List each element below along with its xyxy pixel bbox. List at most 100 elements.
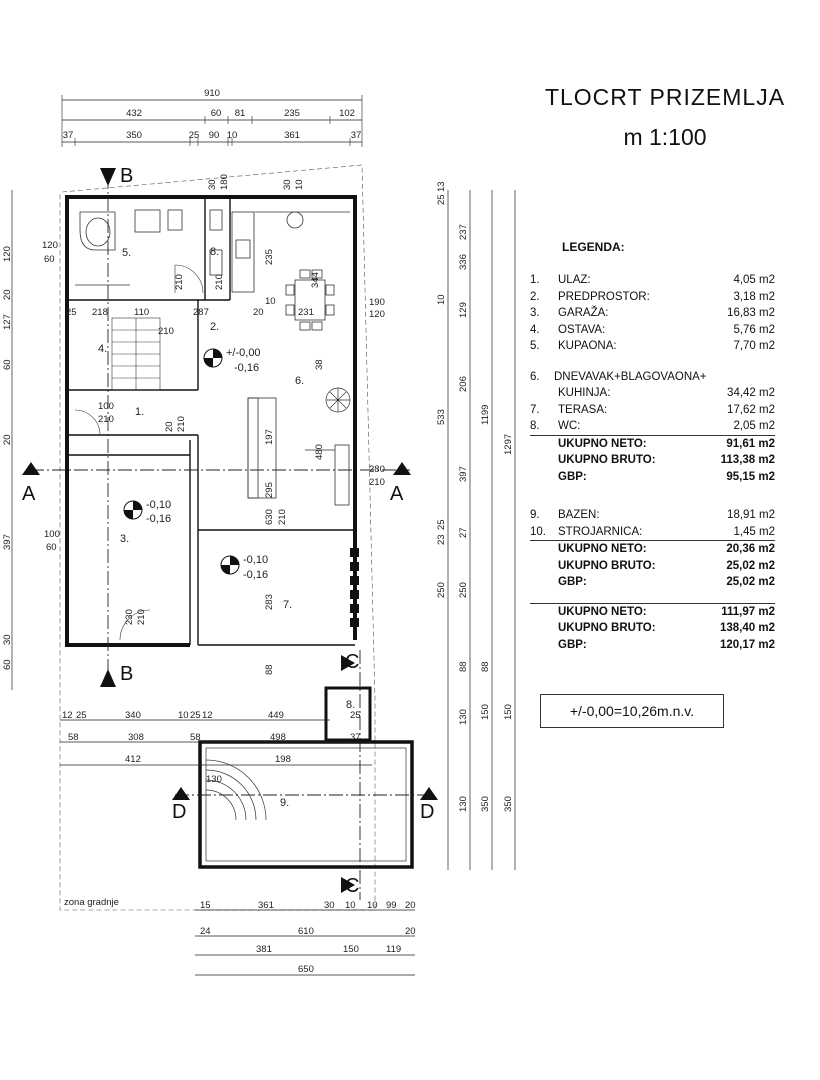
legend-extra: 9.BAZEN:18,91 m2 10.STROJARNICA:1,45 m2 bbox=[530, 507, 775, 540]
dim-bot-r1-5: 10 bbox=[367, 900, 378, 911]
dim-int-11: 190 bbox=[369, 297, 385, 308]
dim-int-32: 100 bbox=[44, 529, 60, 540]
dim-int-7: 287 bbox=[193, 307, 209, 318]
dim-bot-r3-2: 150 bbox=[343, 944, 359, 955]
dim-right-1: 25 bbox=[436, 194, 447, 205]
legend-row: KUHINJA:34,42 m2 bbox=[558, 387, 775, 400]
dim-right-pool1: 150 bbox=[480, 704, 491, 720]
dim-int-9: 10 bbox=[265, 296, 276, 307]
room-label-6: 6. bbox=[295, 375, 304, 387]
room-label-7: 7. bbox=[283, 599, 292, 611]
room-label-1: 1. bbox=[135, 406, 144, 418]
dim-left-2: 20 bbox=[2, 289, 13, 300]
section-d-left-label: D bbox=[172, 801, 186, 823]
dim-int-4: 218 bbox=[92, 307, 108, 318]
legend-row: 9.BAZEN:18,91 m2 bbox=[530, 509, 775, 522]
dim-right-14: 250 bbox=[458, 582, 469, 598]
dim-int-31: 210 bbox=[369, 477, 385, 488]
dim-v-1: 30 bbox=[207, 179, 218, 190]
dim-bot-r1-7: 20 bbox=[405, 900, 416, 911]
room-label-3: 3. bbox=[120, 533, 129, 545]
dim-right-pool3: 150 bbox=[503, 704, 514, 720]
dim-pool-misc-2: 25 bbox=[350, 710, 361, 721]
dim-int-8: 20 bbox=[253, 307, 264, 318]
dim-v-12: 210 bbox=[176, 416, 187, 432]
dim-v-15: 480 bbox=[314, 444, 325, 460]
section-b-top-label: B bbox=[120, 165, 133, 187]
dim-bot-r1-4: 10 bbox=[345, 900, 356, 911]
legend-total-row: UKUPNO NETO:111,97 m2 bbox=[530, 602, 775, 621]
dim-v-20: 230 bbox=[124, 609, 135, 625]
legend-row: 4.OSTAVA:5,76 m2 bbox=[530, 323, 775, 336]
dim-v-3: 30 bbox=[282, 179, 293, 190]
legend-row: 5.KUPAONA:7,70 m2 bbox=[530, 340, 775, 353]
legend-total-row: GBP:120,17 m2 bbox=[558, 638, 775, 651]
dim-left-8: 30 bbox=[2, 634, 13, 645]
legend-row: 3.GARAŽA:16,83 m2 bbox=[530, 307, 775, 320]
dim-right-16: 88 bbox=[480, 661, 491, 672]
dim-pool-r2-3: 58 bbox=[190, 732, 201, 743]
dim-top-row2-1: 432 bbox=[126, 108, 142, 119]
dim-pool-r2-2: 308 bbox=[128, 732, 144, 743]
level-main-lower: -0,16 bbox=[234, 362, 259, 374]
dim-left-7: 60 bbox=[2, 659, 13, 670]
dim-pool-top-3: 340 bbox=[125, 710, 141, 721]
dim-right-15: 88 bbox=[458, 661, 469, 672]
dim-bot-r1-2: 361 bbox=[258, 900, 274, 911]
legend-row: 6.DNEVAVAK+BLAGOVAONA+ bbox=[530, 370, 707, 383]
dim-top-row3-4: 90 bbox=[209, 130, 220, 141]
level-garage-lower: -0,16 bbox=[146, 513, 171, 525]
dim-top-row3-5: 10 bbox=[227, 130, 238, 141]
dim-bot-r2-2: 610 bbox=[298, 926, 314, 937]
level-garage-upper: -0,10 bbox=[146, 499, 171, 511]
section-c-bottom-label: C bbox=[345, 875, 359, 897]
dim-pool-r2-4: 498 bbox=[270, 732, 286, 743]
dim-int-1: 120 bbox=[42, 240, 58, 251]
dim-top-row3-1: 37 bbox=[63, 130, 74, 141]
dim-top-row3-2: 350 bbox=[126, 130, 142, 141]
section-b-bottom-label: B bbox=[120, 663, 133, 685]
section-c-top-label: C bbox=[345, 651, 359, 673]
dim-bot-r2-1: 24 bbox=[200, 926, 211, 937]
legend-totals-2: UKUPNO NETO:20,36 m2 UKUPNO BRUTO:25,02 … bbox=[530, 540, 775, 591]
dim-right-8: 533 bbox=[436, 409, 447, 425]
level-note-box: +/-0,00=10,26m.n.v. bbox=[540, 694, 724, 728]
legend-total-row: UKUPNO BRUTO:138,40 m2 bbox=[558, 622, 775, 635]
dim-int-5: 110 bbox=[134, 307, 149, 318]
room-label-8: 8. bbox=[210, 246, 219, 258]
dim-v-9: 344 bbox=[310, 272, 321, 288]
legend-rooms-group-2: 6.DNEVAVAK+BLAGOVAONA+ KUHINJA:34,42 m2 … bbox=[530, 369, 775, 435]
dim-bot-r3-3: 119 bbox=[386, 944, 401, 955]
dim-v-16: 630 bbox=[264, 509, 275, 525]
legend-row: 8.WC:2,05 m2 bbox=[530, 420, 775, 433]
dim-int-30: 280 bbox=[369, 464, 385, 475]
dim-left-5: 20 bbox=[2, 434, 13, 445]
dim-pool-r3-2: 198 bbox=[275, 754, 291, 765]
dim-pool-top-7: 449 bbox=[268, 710, 284, 721]
dim-right-pool4: 350 bbox=[503, 796, 514, 812]
dim-top-row2-2: 60 bbox=[211, 108, 222, 119]
dim-pool-r2-1: 58 bbox=[68, 732, 79, 743]
dim-right-9: 397 bbox=[458, 466, 469, 482]
legend-row: 7.TERASA:17,62 m2 bbox=[530, 403, 775, 416]
dim-right-total2: 1297 bbox=[503, 434, 514, 455]
dim-right-10: 23 bbox=[436, 534, 447, 545]
dim-int-2: 60 bbox=[44, 254, 55, 265]
dim-v-13: 197 bbox=[264, 429, 275, 445]
dim-pool-misc-1: 130 bbox=[206, 774, 222, 785]
dim-v-10: 38 bbox=[314, 359, 325, 370]
legend-row: 2.PREDPROSTOR:3,18 m2 bbox=[530, 290, 775, 303]
legend-total-row: UKUPNO BRUTO:25,02 m2 bbox=[558, 559, 775, 572]
legend-totals-3: UKUPNO NETO:111,97 m2 UKUPNO BRUTO:138,4… bbox=[530, 602, 775, 654]
dim-top-row2-5: 102 bbox=[339, 108, 355, 119]
room-label-10: 8. bbox=[346, 699, 355, 711]
dim-right-7: 206 bbox=[458, 376, 469, 392]
dim-left-1: 120 bbox=[2, 246, 13, 262]
dim-right-3: 237 bbox=[458, 224, 469, 240]
legend-total-row: UKUPNO NETO:91,61 m2 bbox=[530, 434, 775, 453]
legend-rooms-group-1: 1.ULAZ:4,05 m2 2.PREDPROSTOR:3,18 m2 3.G… bbox=[530, 272, 775, 355]
dim-right-total1: 1199 bbox=[480, 405, 491, 425]
dim-v-4: 10 bbox=[294, 179, 305, 190]
dim-top-total: 910 bbox=[204, 88, 220, 99]
